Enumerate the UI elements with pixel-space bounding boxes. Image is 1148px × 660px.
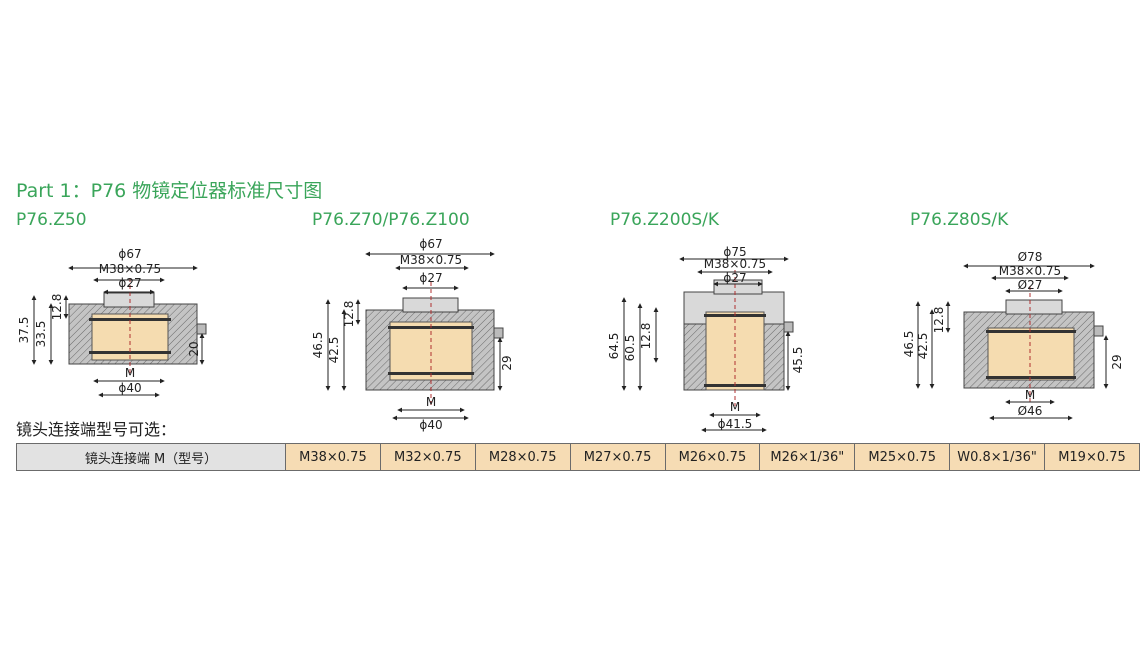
drawing-z200sk-svg: ϕ75 M38×0.75 ϕ27 64.5 60.5 12.8 45.5 M ϕ… [607,245,805,433]
set-screw [1093,325,1104,337]
options-header-cell: 镜头连接端 M（型号） [16,443,286,471]
dim-bottom-diameter: ϕ40 [419,418,442,432]
dim-thread-bottom: M [730,400,740,414]
options-table: 镜头连接端 M（型号） M38×0.75 M32×0.75 M28×0.75 M… [16,443,1140,471]
top-cap [103,292,155,308]
dim-outer-diameter: ϕ67 [419,237,442,251]
dim-right: 29 [500,355,514,370]
dim-height-total: 64.5 [607,333,621,360]
thread-ring [89,351,171,354]
dim-inner-diameter: ϕ27 [118,276,141,290]
drawing-z80sk-svg: Ø78 M38×0.75 Ø27 46.5 42.5 12.8 29 M Ø46 [902,250,1124,421]
dim-height-body: 42.5 [327,337,341,364]
option-cell: M32×0.75 [379,443,476,471]
option-cell: M27×0.75 [569,443,666,471]
options-row: 镜头连接端 M（型号） M38×0.75 M32×0.75 M28×0.75 M… [16,443,1140,471]
set-screw [196,323,207,335]
drawing-z70-z100: ϕ67 M38×0.75 ϕ27 46.5 42.5 12.8 29 M ϕ40 [311,232,528,432]
dim-height-cap: 12.8 [932,307,946,334]
dim-outer-diameter: ϕ75 [723,245,746,259]
model-title-z80sk: P76.Z80S/K [910,210,1009,230]
thread-ring [89,318,171,321]
dim-thread-bottom: M [426,395,436,409]
dim-right: 20 [187,341,201,356]
option-cell: M38×0.75 [285,443,381,471]
option-cell: W0.8×1/36" [949,443,1045,471]
dim-inner-diameter: ϕ27 [419,271,442,285]
set-screw [783,321,794,333]
option-cell: M26×0.75 [664,443,761,471]
dim-height-body: 60.5 [623,335,637,362]
dim-height-body: 33.5 [34,321,48,348]
dim-right: 45.5 [791,347,805,374]
dim-height-cap: 12.8 [639,323,653,350]
dim-bottom-diameter: ϕ41.5 [718,417,753,431]
drawing-z70-z100-svg: ϕ67 M38×0.75 ϕ27 46.5 42.5 12.8 29 M ϕ40 [311,237,514,432]
dim-height-cap: 12.8 [50,294,64,321]
dim-inner-diameter: ϕ27 [723,271,746,285]
top-cap [1005,299,1063,315]
dim-thread-top: M38×0.75 [400,253,462,267]
dim-thread-top: M38×0.75 [704,257,766,271]
options-label: 镜头连接端型号可选： [16,420,177,439]
dim-inner-diameter: Ø27 [1018,278,1043,292]
lens-insert [987,327,1075,381]
dim-thread-top: M38×0.75 [999,264,1061,278]
set-screw [493,327,504,339]
dim-thread-bottom: M [1025,388,1035,402]
body-housing [763,323,785,391]
dim-bottom-diameter: Ø46 [1018,404,1043,418]
model-title-z70-z100: P76.Z70/P76.Z100 [312,210,470,230]
drawing-z80sk: Ø78 M38×0.75 Ø27 46.5 42.5 12.8 29 M Ø46 [902,246,1131,424]
option-cell: M25×0.75 [854,443,951,471]
dim-right: 29 [1110,354,1124,369]
dim-height-body: 42.5 [916,333,930,360]
dim-height-total: 46.5 [311,332,325,359]
thread-ring [986,330,1076,333]
dim-height-cap: 12.8 [342,301,356,328]
dim-thread-top: M38×0.75 [99,262,161,276]
dim-outer-diameter: ϕ67 [118,247,141,261]
lens-insert [389,321,473,381]
dim-height-total: 37.5 [17,317,31,344]
part-title: Part 1：P76 物镜定位器标准尺寸图 [16,180,323,202]
model-title-z200sk: P76.Z200S/K [610,210,720,230]
thread-ring [986,376,1076,379]
drawing-z50: ϕ67 M38×0.75 ϕ27 37.5 33.5 12.8 20 M ϕ40 [14,238,214,403]
body-housing [683,323,707,391]
option-cell: M26×1/36" [759,443,856,471]
drawing-z50-svg: ϕ67 M38×0.75 ϕ27 37.5 33.5 12.8 20 M ϕ40 [17,247,207,398]
dim-height-total: 46.5 [902,331,916,358]
option-cell: M19×0.75 [1044,443,1140,471]
dim-outer-diameter: Ø78 [1018,250,1043,264]
dim-bottom-diameter: ϕ40 [118,381,141,395]
model-title-z50: P76.Z50 [16,210,87,230]
option-cell: M28×0.75 [474,443,571,471]
drawing-z200sk: ϕ75 M38×0.75 ϕ27 64.5 60.5 12.8 45.5 M ϕ… [606,244,811,436]
dim-thread-bottom: M [125,366,135,380]
